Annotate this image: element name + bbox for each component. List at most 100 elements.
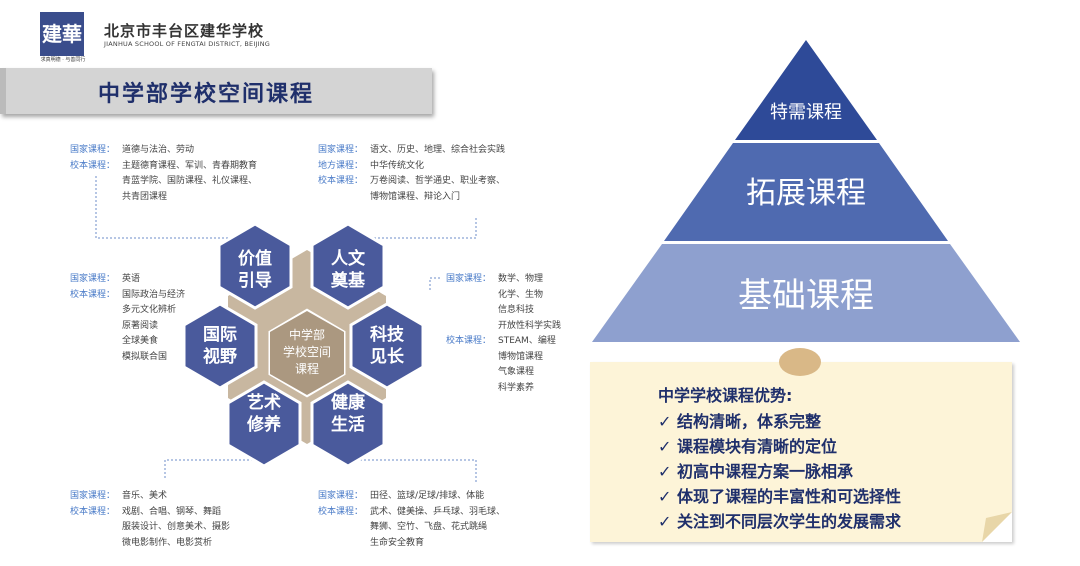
national-label: 国家课程：: [70, 491, 116, 501]
school-name-cn: 北京市丰台区建华学校: [104, 22, 265, 40]
check-icon: ✓: [658, 462, 672, 481]
school-name-en: JIANHUA SCHOOL OF FENGTAI DISTRICT, BEIJ…: [104, 40, 271, 48]
hex-label-line: 价值: [238, 249, 272, 269]
national-courses: 信息科技: [498, 305, 535, 315]
hex-science-label: 科技 见长: [357, 324, 417, 368]
school-label: 校本课程：: [446, 336, 492, 346]
school-label: 校本课程：: [318, 176, 364, 186]
hex-humanities: [310, 222, 386, 310]
advantage-text: 体现了课程的丰富性和可选择性: [676, 487, 901, 506]
pyramid-top-label: 特需课程: [770, 102, 842, 123]
check-icon: ✓: [658, 512, 672, 531]
advantage-item: ✓ 课程模块有清晰的定位: [658, 433, 837, 457]
connector-mid-right: [429, 277, 442, 290]
hex-label-line: 修养: [247, 415, 281, 435]
block-health-courses: 国家课程：田径、篮球/足球/排球、体能 校本课程：武术、健美操、乒乓球、羽毛球、…: [318, 489, 505, 551]
school-courses: 青蓝学院、国防课程、礼仪课程、: [122, 176, 258, 186]
pyramid-tier-middle: [664, 143, 948, 241]
hex-health: [310, 380, 386, 468]
pyramid-bottom-label: 基础课程: [738, 276, 874, 316]
advantage-item: ✓ 关注到不同层次学生的发展需求: [658, 508, 901, 532]
center-label-line: 课程: [294, 362, 319, 376]
hex-arts-label: 艺术 修养: [234, 392, 294, 436]
school-courses: 万卷阅读、哲学通史、职业考察、: [370, 176, 506, 186]
national-courses: 道德与法治、劳动: [122, 145, 195, 155]
school-courses: 服装设计、创意美术、摄影: [122, 522, 231, 532]
logo-text: 建華: [42, 22, 82, 46]
advantages-title: 中学学校课程优势:: [658, 386, 793, 405]
school-courses: 模拟联合国: [122, 351, 168, 362]
hex-label-line: 见长: [370, 347, 404, 367]
school-courses: 舞狮、空竹、飞盘、花式跳绳: [370, 522, 488, 532]
national-label: 国家课程：: [318, 145, 364, 155]
advantage-item: ✓ 初高中课程方案一脉相承: [658, 458, 853, 482]
school-courses: 戏剧、合唱、钢琴、舞蹈: [122, 506, 222, 517]
advantage-item: ✓ 结构清晰，体系完整: [658, 408, 821, 432]
national-label: 国家课程：: [70, 274, 116, 284]
center-label-line: 中学部: [288, 328, 325, 342]
page-title: 中学部学校空间课程: [98, 82, 315, 107]
block-values-courses: 国家课程： 道德与法治、劳动 校本课程： 主题德育课程、军训、青春期教育 青蓝学院、…: [70, 143, 257, 205]
national-label: 国家课程：: [446, 274, 492, 284]
school-label: 校本课程：: [318, 506, 364, 517]
national-courses: 田径、篮球/足球/排球、体能: [370, 491, 485, 501]
note-curl: [982, 512, 1012, 542]
pyramid-tier-bottom: [592, 244, 1020, 342]
hex-label-line: 科技: [370, 325, 404, 345]
check-icon: ✓: [658, 437, 672, 456]
school-courses: 共青团课程: [122, 191, 168, 202]
hex-science: [349, 302, 425, 390]
school-label: 校本课程：: [70, 289, 116, 300]
advantage-text: 初高中课程方案一脉相承: [676, 462, 853, 481]
national-courses: 化学、生物: [498, 289, 544, 300]
title-accent: [0, 68, 6, 114]
national-courses: 数学、物理: [498, 274, 544, 284]
national-label: 国家课程：: [318, 491, 364, 501]
block-arts-courses: 国家课程： 音乐、美术 校本课程： 戏剧、合唱、钢琴、舞蹈 服装设计、创意美术、摄影…: [70, 489, 230, 551]
hex-values-label: 价值 引导: [225, 248, 285, 292]
center-hex-label: 中学部 学校空间 课程: [272, 327, 342, 378]
school-label: 校本课程：: [70, 506, 116, 517]
school-courses: STEAM、编程: [498, 336, 556, 346]
advantages-note: 中学学校课程优势: ✓ 结构清晰，体系完整 ✓ 课程模块有清晰的定位 ✓ 初高中…: [590, 362, 1012, 542]
hex-label-line: 艺术: [247, 393, 281, 413]
hex-label-line: 生活: [331, 415, 365, 435]
hex-international-label: 国际 视野: [190, 324, 250, 368]
school-courses: 主题德育课程、军训、青春期教育: [122, 160, 258, 171]
advantage-text: 关注到不同层次学生的发展需求: [676, 512, 901, 531]
note-curl-fold: [982, 512, 1012, 542]
school-courses: 全球美食: [122, 336, 159, 346]
center-hex: [270, 311, 344, 395]
hex-label-line: 奠基: [331, 271, 365, 291]
local-label: 地方课程：: [318, 160, 364, 171]
hex-label-line: 健康: [331, 393, 365, 413]
national-label: 国家课程：: [70, 145, 116, 155]
hex-health-label: 健康 生活: [318, 392, 378, 436]
school-courses: 微电影制作、电影赏析: [122, 537, 213, 548]
advantage-item: ✓ 体现了课程的丰富性和可选择性: [658, 483, 901, 507]
school-courses: 科学素养: [498, 382, 535, 393]
national-courses: 开放性科学实践: [498, 320, 562, 331]
hex-arts: [226, 380, 302, 468]
school-courses: 多元文化辨析: [122, 305, 177, 315]
title-banner: 中学部学校空间课程: [0, 68, 432, 114]
school-label: 校本课程：: [70, 160, 116, 171]
school-courses: 原著阅读: [122, 320, 159, 331]
school-courses: 博物馆课程: [498, 351, 544, 362]
block-international-courses: 国家课程：英语 校本课程：国际政治与经济 多元文化辨析 原著阅读 全球美食 模拟…: [70, 272, 185, 365]
school-logo: 建華: [40, 12, 84, 56]
national-courses: 英语: [122, 274, 141, 284]
pyramid-tier-top: [735, 40, 877, 140]
block-science-courses: 国家课程： 数学、物理 化学、生物 信息科技 开放性科学实践 校本课程： STEAM…: [446, 272, 561, 396]
national-courses: 音乐、美术: [122, 491, 168, 501]
block-humanities-courses: 国家课程：语文、历史、地理、综合社会实践 地方课程：中华传统文化 校本课程：万卷…: [318, 143, 505, 205]
advantage-text: 结构清晰，体系完整: [676, 412, 821, 431]
hex-label-line: 引导: [238, 271, 272, 291]
center-label-line: 学校空间: [282, 345, 331, 359]
school-courses: 气象课程: [498, 367, 535, 377]
school-courses: 生命安全教育: [370, 537, 425, 548]
check-icon: ✓: [658, 487, 672, 506]
connector-bottom-left: [164, 448, 253, 478]
